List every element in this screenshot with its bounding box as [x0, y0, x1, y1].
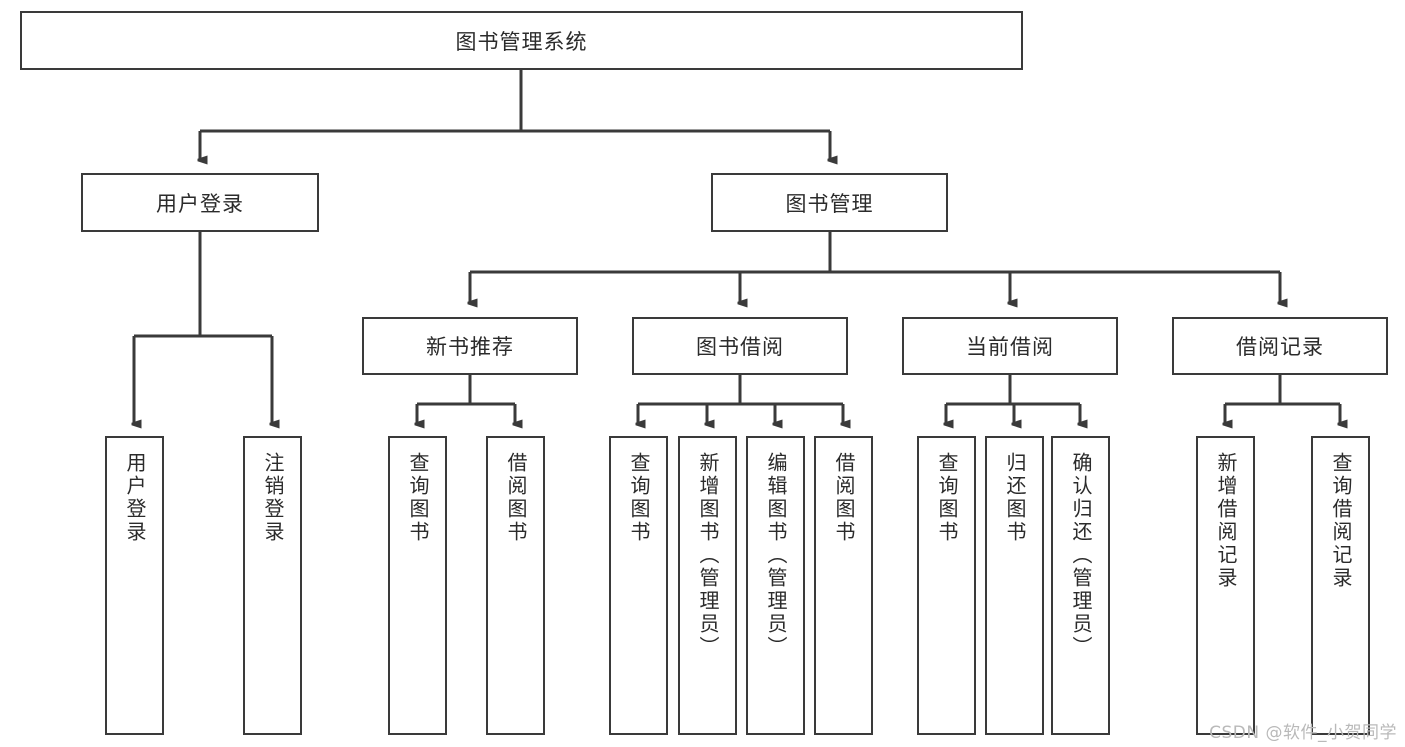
- node-user-login-label: 用户登录: [156, 191, 244, 216]
- node-borrow-record[interactable]: 借阅记录: [1172, 317, 1388, 375]
- node-leaf-borrow-book-2-label: 借阅图书: [832, 452, 856, 544]
- node-book-borrow-label: 图书借阅: [696, 335, 784, 359]
- node-leaf-add-record[interactable]: 新增借阅记录: [1196, 436, 1255, 735]
- node-current-borrow[interactable]: 当前借阅: [902, 317, 1118, 375]
- node-leaf-user-logout[interactable]: 注销登录: [243, 436, 302, 735]
- node-leaf-add-record-label: 新增借阅记录: [1214, 452, 1238, 590]
- node-leaf-query-book-3[interactable]: 查询图书: [917, 436, 976, 735]
- node-leaf-borrow-book-2[interactable]: 借阅图书: [814, 436, 873, 735]
- node-leaf-add-book-label: 新增图书（管理员）: [696, 452, 720, 659]
- node-leaf-query-record[interactable]: 查询借阅记录: [1311, 436, 1370, 735]
- node-book-manage[interactable]: 图书管理: [711, 173, 948, 232]
- node-root-label: 图书管理系统: [455, 29, 588, 54]
- node-leaf-add-book[interactable]: 新增图书（管理员）: [678, 436, 737, 735]
- node-leaf-query-book-1-label: 查询图书: [406, 452, 430, 544]
- node-leaf-confirm-return-label: 确认归还（管理员）: [1069, 452, 1093, 659]
- node-leaf-user-login[interactable]: 用户登录: [105, 436, 164, 735]
- node-leaf-user-logout-label: 注销登录: [261, 452, 285, 544]
- node-book-manage-label: 图书管理: [785, 191, 874, 216]
- node-leaf-edit-book-label: 编辑图书（管理员）: [764, 452, 788, 659]
- node-new-book-rec[interactable]: 新书推荐: [362, 317, 578, 375]
- node-leaf-return-book-label: 归还图书: [1003, 452, 1027, 544]
- node-leaf-query-book-2[interactable]: 查询图书: [609, 436, 668, 735]
- node-leaf-return-book[interactable]: 归还图书: [985, 436, 1044, 735]
- node-user-login[interactable]: 用户登录: [81, 173, 319, 232]
- node-leaf-borrow-book-1-label: 借阅图书: [504, 452, 528, 544]
- node-leaf-borrow-book-1[interactable]: 借阅图书: [486, 436, 545, 735]
- node-root[interactable]: 图书管理系统: [20, 11, 1023, 70]
- node-leaf-query-record-label: 查询借阅记录: [1329, 452, 1353, 590]
- node-book-borrow[interactable]: 图书借阅: [632, 317, 848, 375]
- node-current-borrow-label: 当前借阅: [966, 335, 1054, 359]
- node-leaf-query-book-3-label: 查询图书: [935, 452, 959, 544]
- node-leaf-edit-book[interactable]: 编辑图书（管理员）: [746, 436, 805, 735]
- node-borrow-record-label: 借阅记录: [1236, 335, 1324, 359]
- node-leaf-user-login-label: 用户登录: [123, 452, 147, 544]
- node-leaf-confirm-return[interactable]: 确认归还（管理员）: [1051, 436, 1110, 735]
- node-new-book-rec-label: 新书推荐: [426, 335, 514, 359]
- csdn-watermark: CSDN @软件_小贺同学: [1209, 723, 1397, 743]
- node-leaf-query-book-1[interactable]: 查询图书: [388, 436, 447, 735]
- node-leaf-query-book-2-label: 查询图书: [627, 452, 651, 544]
